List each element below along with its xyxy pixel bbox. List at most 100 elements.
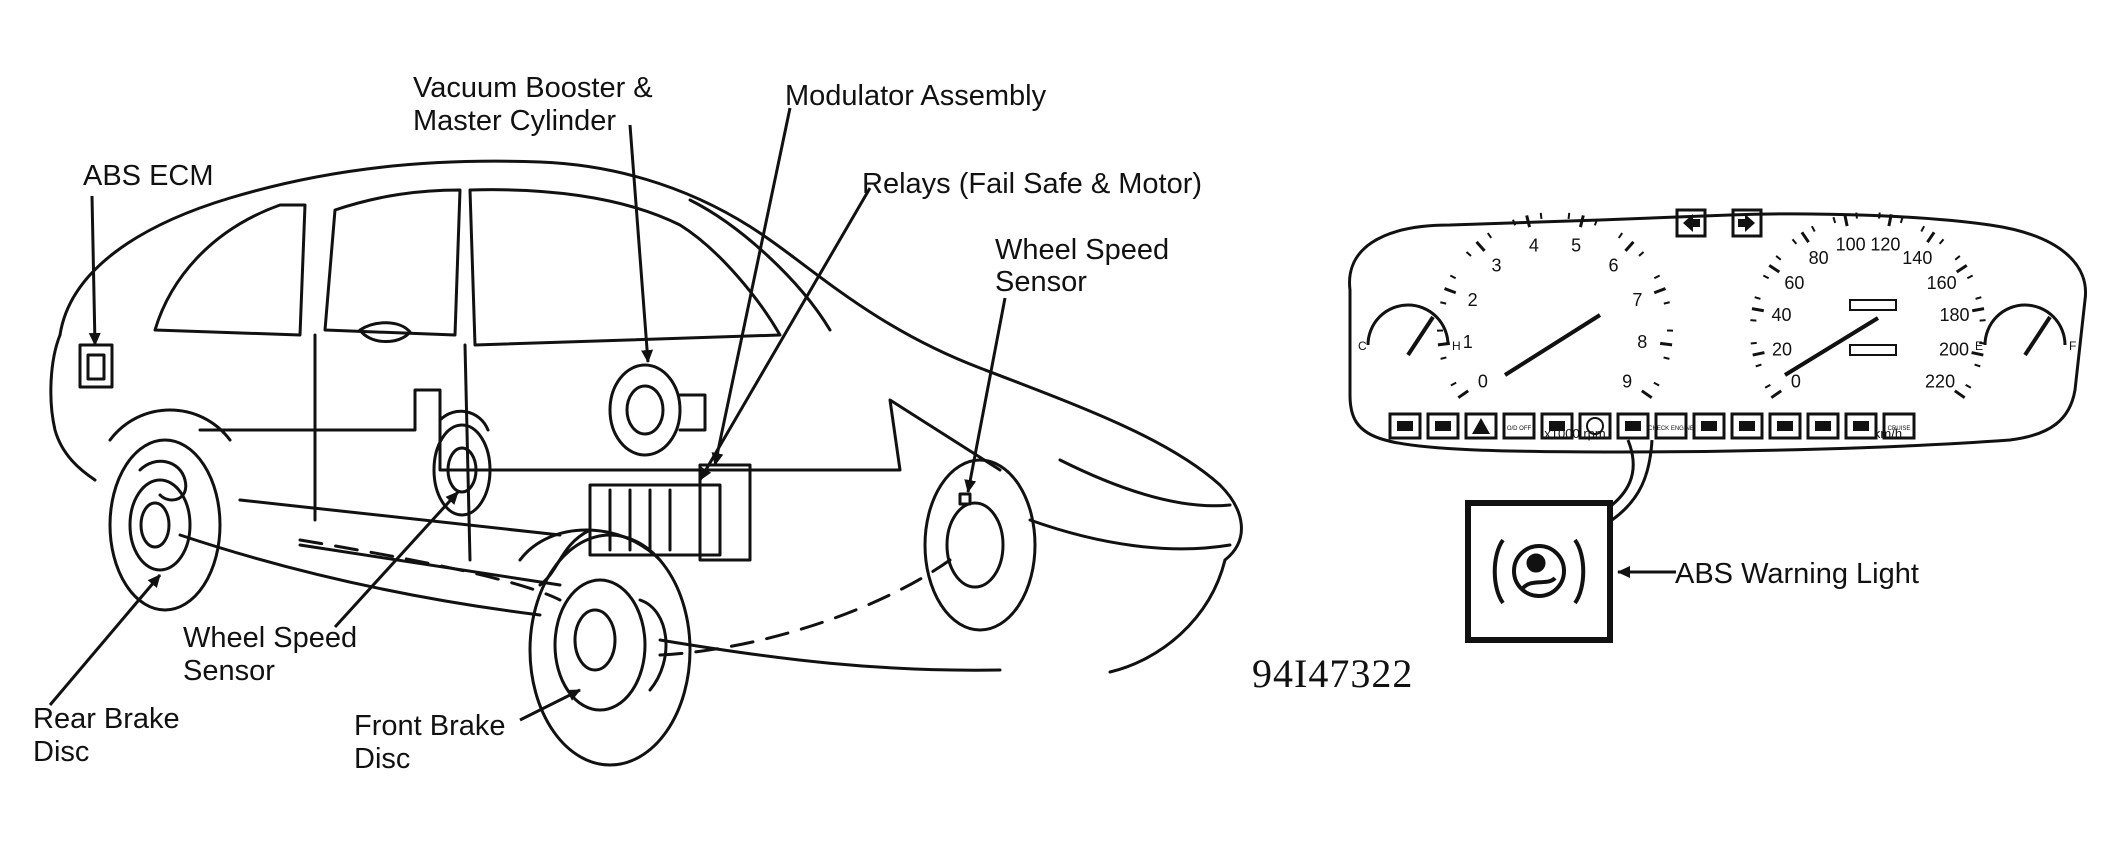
warning-light-frame <box>1464 412 1498 440</box>
gauge-minor-tick <box>1974 363 1981 368</box>
gauge-tick <box>1457 389 1470 399</box>
gauge-tick <box>1955 264 1968 274</box>
gauge-tick-label: 9 <box>1622 371 1632 391</box>
rear-brake-disc-label-line1: Rear Brake <box>33 703 180 735</box>
small-gauge-low-label: C <box>1358 339 1367 353</box>
gauge-tick-label: 80 <box>1809 248 1829 268</box>
instrument-cluster <box>1348 212 2088 454</box>
warning-light-frame <box>1502 412 1536 440</box>
gauge-minor-tick <box>1638 251 1645 257</box>
brake-icon <box>1730 412 1764 440</box>
gauge-tick <box>1525 215 1532 228</box>
front-wheel-speed-sensor-label-line1: Wheel Speed <box>995 234 1170 266</box>
tachometer-needle <box>1503 313 1602 377</box>
warning-light-frame <box>1768 412 1802 440</box>
warning-light-row: O/D OFF CHECK ENGINE CRUISE <box>1388 412 1916 440</box>
door-open-icon <box>1388 412 1422 440</box>
gauge-minor-tick <box>1754 296 1761 300</box>
gauge-minor-tick <box>1486 232 1493 239</box>
gauge-tick-label: 0 <box>1478 371 1488 391</box>
hazard-triangle <box>1472 418 1490 434</box>
gauge-minor-tick <box>1567 212 1571 219</box>
od-off-icon: O/D OFF <box>1502 412 1536 440</box>
warning-light-frame <box>1616 412 1650 440</box>
gauge-minor-tick <box>1764 383 1771 389</box>
gauge-tick <box>1971 351 1984 357</box>
cruise-icon: CRUISE <box>1882 412 1916 440</box>
small-gauge-low-label: E <box>1975 339 1983 353</box>
warning-light-frame <box>1426 412 1460 440</box>
gauge-minor-tick <box>1966 274 1974 280</box>
gauge-tick-label: 1 <box>1463 332 1473 352</box>
gauge-tick <box>1800 231 1810 244</box>
front-brake-disc-label-line2: Disc <box>354 743 411 775</box>
vacuum-booster-label-line2: Master Cylinder <box>413 105 617 137</box>
warning-light-text: CHECK ENGINE <box>1648 426 1694 432</box>
check-engine-icon: CHECK ENGINE <box>1648 412 1694 440</box>
gauge-tick <box>1953 389 1966 399</box>
warning-light-frame <box>1882 412 1916 440</box>
gauge-tick-label: 60 <box>1784 273 1804 293</box>
warning-light-frame <box>1692 412 1726 440</box>
rear-wheel-speed-sensor-label-line2: Sensor <box>183 655 275 687</box>
abs-warning-light-label: ABS Warning Light <box>1675 558 1919 590</box>
relays-label: Relays (Fail Safe & Motor) <box>862 168 1203 200</box>
abs-ecm-label: ABS ECM <box>83 160 214 192</box>
warning-light-glyph <box>1853 421 1869 431</box>
gauge-minor-tick <box>1878 212 1881 219</box>
right-turn-indicator <box>1731 208 1763 238</box>
gauge-minor-tick <box>1755 363 1762 368</box>
small-gauge-needle <box>1406 315 1435 357</box>
warning-light-glyph <box>1549 421 1565 431</box>
warning-light-glyph <box>1397 421 1413 431</box>
callout-arrows <box>48 107 1007 722</box>
gauge-minor-tick <box>1593 219 1598 226</box>
gauge-tick <box>1659 341 1673 347</box>
battery-icon <box>1692 412 1726 440</box>
gauge-tick <box>1640 389 1653 399</box>
gauge-minor-tick <box>1762 274 1770 280</box>
front-brake-disc-label-line1: Front Brake <box>354 710 506 742</box>
gauge-minor-tick <box>1832 216 1837 224</box>
warning-light-frame <box>1806 412 1840 440</box>
vacuum-booster-label-line1: Vacuum Booster & <box>413 72 653 104</box>
gauge-tick-label: 200 <box>1939 340 1969 360</box>
gauge-tick <box>1887 214 1893 227</box>
figure-code: 94I47322 <box>1252 651 1414 696</box>
gauge-tick-label: 160 <box>1927 273 1957 293</box>
gauge-minor-tick <box>1954 255 1961 261</box>
gauge-minor-tick <box>1539 212 1543 219</box>
oil-icon <box>1768 412 1802 440</box>
gauge-minor-tick <box>1775 255 1782 261</box>
warning-light-frame <box>1730 412 1764 440</box>
gauge-minor-tick <box>1440 356 1447 360</box>
gauge-minor-tick <box>1938 238 1945 245</box>
small-gauge-arc <box>1983 303 2067 346</box>
gauge-minor-tick <box>1791 238 1798 245</box>
gauge-tick <box>1624 240 1635 252</box>
trip-display <box>1849 344 1897 356</box>
gauge-minor-tick <box>1750 341 1757 345</box>
warning-light-frame <box>1388 412 1422 440</box>
warning-light-glyph <box>1777 421 1793 431</box>
gauge-tick <box>1653 287 1667 295</box>
gauge-tick <box>1768 264 1781 274</box>
gauge-minor-tick <box>1810 225 1816 232</box>
warning-light-frame <box>1844 412 1878 440</box>
fuel-icon <box>1806 412 1840 440</box>
gauge-tick-label: 20 <box>1772 340 1792 360</box>
seat-icon <box>1844 412 1878 440</box>
gauge-tick-label: 100 <box>1836 235 1866 255</box>
gauge-minor-tick <box>1899 216 1904 224</box>
gauge-minor-tick <box>1450 381 1457 387</box>
small-gauge-high-label: H <box>1452 339 1461 353</box>
odometer-display <box>1849 299 1897 311</box>
abs-symbol <box>1586 417 1604 435</box>
gauge-tick-label: 220 <box>1925 371 1955 391</box>
rear-wheel-speed-sensor-label-line1: Wheel Speed <box>183 622 358 654</box>
gauge-tick-label: 0 <box>1791 371 1801 391</box>
